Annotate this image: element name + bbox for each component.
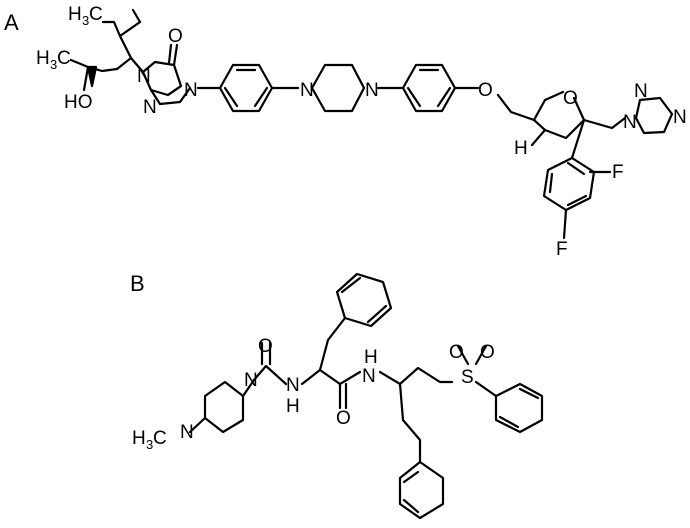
atom-label: HO [64, 92, 93, 113]
atom-label: S [461, 367, 474, 388]
atom-label: N [300, 80, 314, 101]
atom-label: H [36, 48, 50, 69]
atom-label: H [132, 428, 146, 449]
atom-label: O [258, 336, 273, 357]
atom-label: O [563, 88, 578, 109]
atom-label: F [612, 162, 624, 183]
molecule-a-atoms: H 3 C H 3 C HO O N N N N N O O H N N N F… [36, 4, 687, 260]
atom-label: N [143, 97, 157, 118]
atom-label: N [365, 80, 379, 101]
atom-label: N [184, 80, 198, 101]
atom-label: N [286, 375, 300, 396]
atom-label: H [286, 396, 300, 417]
atom-label: N [244, 370, 258, 391]
atom-label: N [137, 66, 151, 87]
atom-label: H [68, 4, 82, 25]
atom-label: C [57, 48, 71, 69]
atom-label: C [153, 428, 167, 449]
atom-label: O [449, 342, 464, 363]
atom-label: O [480, 342, 495, 363]
atom-label: O [168, 26, 183, 47]
atom-label: C [89, 4, 103, 25]
atom-label: H [364, 347, 378, 368]
panel-label-b: B [130, 271, 145, 296]
atom-label: F [556, 239, 568, 260]
atom-label-sub: 3 [82, 13, 89, 28]
atom-label: N [180, 422, 194, 443]
molecule-a-bonds [69, 8, 674, 240]
atom-label-sub: 3 [50, 57, 57, 72]
molecule-b-bonds [188, 272, 544, 520]
molecule-b-atoms: O N N H 3 C N H O N H S O O [132, 336, 495, 452]
atom-label: N [362, 366, 376, 387]
atom-label: N [623, 112, 637, 133]
atom-label: O [478, 80, 493, 101]
atom-label: O [336, 408, 351, 429]
atom-label: N [634, 81, 648, 102]
atom-label: H [514, 138, 528, 159]
atom-label: N [673, 107, 687, 128]
panel-label-a: A [4, 10, 19, 35]
atom-label-sub: 3 [146, 437, 153, 452]
